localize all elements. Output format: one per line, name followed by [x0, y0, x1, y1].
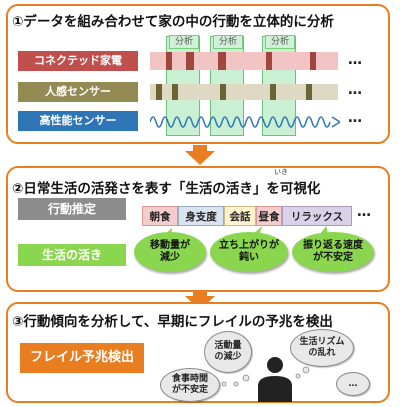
flow-arrow-stem: [193, 145, 207, 151]
motion-event: [270, 84, 276, 100]
frailty-detection-label: フレイル予兆検出: [20, 343, 144, 373]
appliance-event: [218, 52, 226, 70]
activity-conversation: 会話: [224, 206, 256, 226]
activity-lunch: 昼食: [256, 206, 282, 226]
more-indicator: …: [357, 204, 372, 220]
row-label-motion-sensor: 人感センサー: [18, 82, 138, 102]
bubble-slow-standing: 立ち上がりが 鈍い: [210, 232, 288, 272]
waveform-arrowhead: [331, 116, 340, 128]
motion-event: [172, 84, 178, 100]
section3-title: ③行動傾向を分析して、早期にフレイルの予兆を検出: [12, 314, 333, 330]
section1-title: ①データを組み合わせて家の中の行動を立体的に分析: [12, 14, 334, 30]
bubble-meal-time: 食事時間 が不安定: [160, 368, 220, 402]
activity-relax: リラックス: [282, 206, 352, 226]
appliance-event: [310, 52, 316, 70]
analysis-label-1: 分析: [169, 35, 199, 49]
flow-arrow-down: [185, 151, 215, 165]
person-icon: [258, 357, 292, 402]
section2-title: ②日常生活の活発さを表す「生活の活き」を可視化: [12, 181, 321, 197]
activity-breakfast: 朝食: [142, 206, 178, 226]
motion-event: [306, 84, 312, 100]
more-indicator: …: [348, 110, 363, 126]
appliance-event: [166, 52, 172, 70]
sensor-waveform: [150, 116, 331, 128]
row-label-life-vitality: 生活の活き: [18, 244, 126, 266]
bubble-life-rhythm: 生活リズム の乱れ: [290, 329, 354, 367]
flow-arrow-stem: [193, 291, 207, 297]
appliance-event: [186, 52, 194, 70]
row-label-connected-appliance: コネクテッド家電: [18, 51, 138, 71]
analysis-label-3: 分析: [265, 35, 295, 49]
analysis-label-2: 分析: [213, 35, 243, 49]
row-label-behavior-estimation: 行動推定: [18, 198, 126, 220]
ruby-reading: いき: [274, 168, 288, 176]
row-label-high-performance-sensor: 高性能センサー: [18, 111, 138, 131]
bubble-unstable-turning: 振り返る速度 が不安定: [292, 232, 374, 272]
bubble-activity-decrease: 活動量 の減少: [204, 331, 252, 373]
activity-grooming: 身支度: [178, 206, 224, 226]
more-indicator: …: [348, 52, 363, 68]
appliance-event: [266, 52, 272, 70]
more-indicator: …: [348, 82, 363, 98]
appliance-track: [150, 52, 338, 70]
bubble-movement-decrease: 移動量が 減少: [134, 232, 206, 272]
bubble-more: …: [336, 372, 370, 396]
motion-track: [150, 84, 338, 100]
motion-event: [220, 84, 226, 100]
motion-event: [156, 84, 162, 100]
sensor-signal-tracks: [150, 52, 340, 128]
